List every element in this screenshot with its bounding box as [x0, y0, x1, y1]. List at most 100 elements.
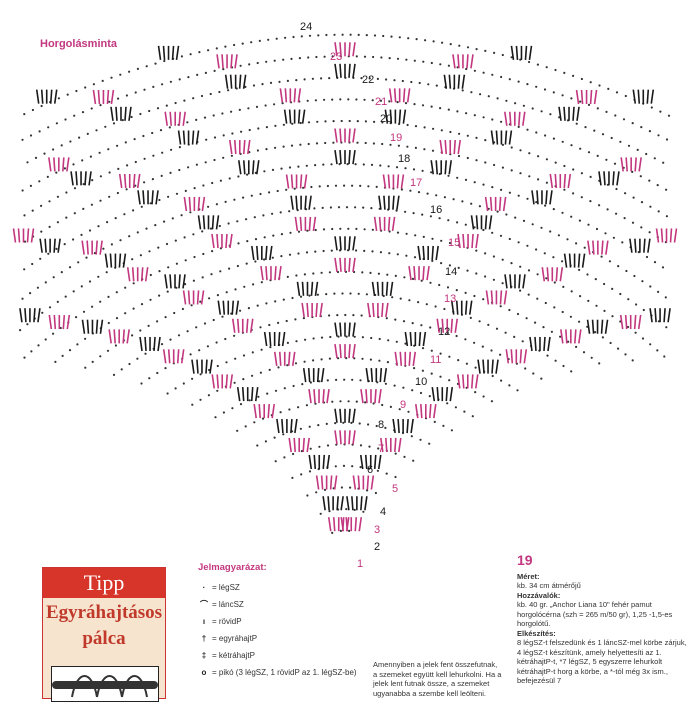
- chain-dot: [473, 181, 476, 184]
- chain-dot: [163, 59, 166, 63]
- chain-dot: [286, 275, 289, 278]
- chain-dot: [387, 165, 390, 168]
- chain-dot: [505, 213, 508, 216]
- chain-dot: [623, 217, 626, 220]
- stitch-mark: [462, 233, 465, 249]
- stitch-mark: [215, 215, 220, 230]
- chain-dot: [308, 470, 312, 473]
- chain-dot: [143, 181, 146, 184]
- chain-dot: [280, 255, 283, 258]
- chain-dot: [370, 163, 374, 166]
- chain-dot: [186, 121, 189, 124]
- chain-dot: [344, 313, 347, 317]
- stitch-mark: [230, 54, 233, 69]
- chain-dot: [365, 34, 368, 37]
- chain-dot: [594, 278, 597, 281]
- chain-dot: [359, 444, 363, 447]
- chain-dot: [487, 323, 490, 326]
- chain-dot: [667, 114, 671, 117]
- stitch-mark: [236, 318, 240, 333]
- chain-dot: [370, 207, 373, 210]
- stitch-mark: [650, 89, 655, 104]
- chain-dot: [324, 141, 327, 145]
- stitch-mark: [470, 54, 474, 69]
- stitch-mark: [461, 74, 466, 89]
- stitch-mark: [251, 160, 255, 175]
- chain-dot: [286, 341, 289, 344]
- chain-dot: [164, 367, 167, 370]
- chain-dot: [89, 155, 92, 158]
- chain-dot: [209, 227, 213, 230]
- chain-dot: [561, 94, 564, 97]
- chain-dot: [499, 234, 503, 237]
- stitch-mark: [333, 475, 338, 490]
- chain-dot: [412, 459, 415, 462]
- chain-dot: [377, 272, 380, 275]
- stitch-mark: [461, 374, 465, 389]
- chain-dot: [544, 301, 547, 305]
- chain-dot: [438, 283, 441, 287]
- stitch-mark: [277, 331, 281, 347]
- chain-dot: [394, 318, 397, 321]
- chain-dot: [297, 165, 300, 168]
- chain-dot: [471, 415, 474, 418]
- stitch-mark: [53, 89, 58, 104]
- legend-item: ı= rövidP: [198, 613, 357, 630]
- chain-dot: [470, 202, 473, 205]
- chain-dot: [345, 335, 348, 338]
- chain-dot: [291, 296, 294, 300]
- chain-dot: [21, 189, 24, 192]
- chain-dot: [482, 71, 485, 74]
- chain-dot: [345, 206, 349, 209]
- stitch-mark: [271, 403, 276, 419]
- chain-dot: [342, 421, 345, 424]
- chain-dot: [553, 281, 556, 284]
- chain-dot: [244, 425, 247, 428]
- stitch-mark: [352, 430, 356, 445]
- chain-dot: [589, 81, 592, 84]
- chain-dot: [464, 223, 467, 226]
- chain-dot: [578, 268, 581, 271]
- chain-dot: [559, 335, 562, 338]
- stitch-mark: [339, 257, 342, 272]
- stitch-mark: [231, 318, 236, 333]
- chain-dot: [396, 57, 400, 60]
- stitch-mark: [297, 88, 302, 103]
- chain-dot: [446, 286, 450, 289]
- chain-dot: [261, 83, 264, 86]
- chain-dot: [324, 120, 327, 123]
- chain-dot: [332, 141, 335, 144]
- stitch-mark: [391, 216, 396, 232]
- chain-dot: [236, 429, 239, 432]
- chain-dot: [367, 423, 370, 426]
- chain-dot: [458, 132, 461, 135]
- chain-dot: [195, 326, 198, 329]
- chain-dot: [233, 381, 236, 384]
- stitch-mark: [197, 215, 202, 230]
- chain-dot: [448, 241, 452, 245]
- stitch-mark: [398, 437, 402, 453]
- chain-dot: [479, 93, 482, 96]
- stitch-mark: [484, 215, 488, 230]
- chain-dot: [491, 118, 494, 121]
- stitch-mark: [334, 322, 338, 337]
- chain-dot: [252, 84, 256, 87]
- chain-dot: [442, 424, 445, 427]
- chain-dot: [598, 84, 601, 87]
- stitch-mark: [385, 437, 388, 453]
- stitch-mark: [269, 245, 273, 261]
- chain-dot: [349, 33, 352, 36]
- stitch-mark: [316, 368, 320, 383]
- chain-dot: [278, 80, 281, 83]
- stitch-mark: [334, 128, 338, 143]
- chain-dot: [429, 326, 432, 329]
- chain-dot: [359, 466, 362, 469]
- stitch-mark: [373, 454, 377, 470]
- chain-dot: [351, 378, 354, 381]
- chain-dot: [158, 270, 161, 273]
- chain-dot: [583, 246, 586, 249]
- chain-dot: [295, 274, 298, 277]
- chain-dot: [545, 277, 548, 280]
- chain-dot: [57, 97, 61, 100]
- stitch-mark: [504, 130, 508, 145]
